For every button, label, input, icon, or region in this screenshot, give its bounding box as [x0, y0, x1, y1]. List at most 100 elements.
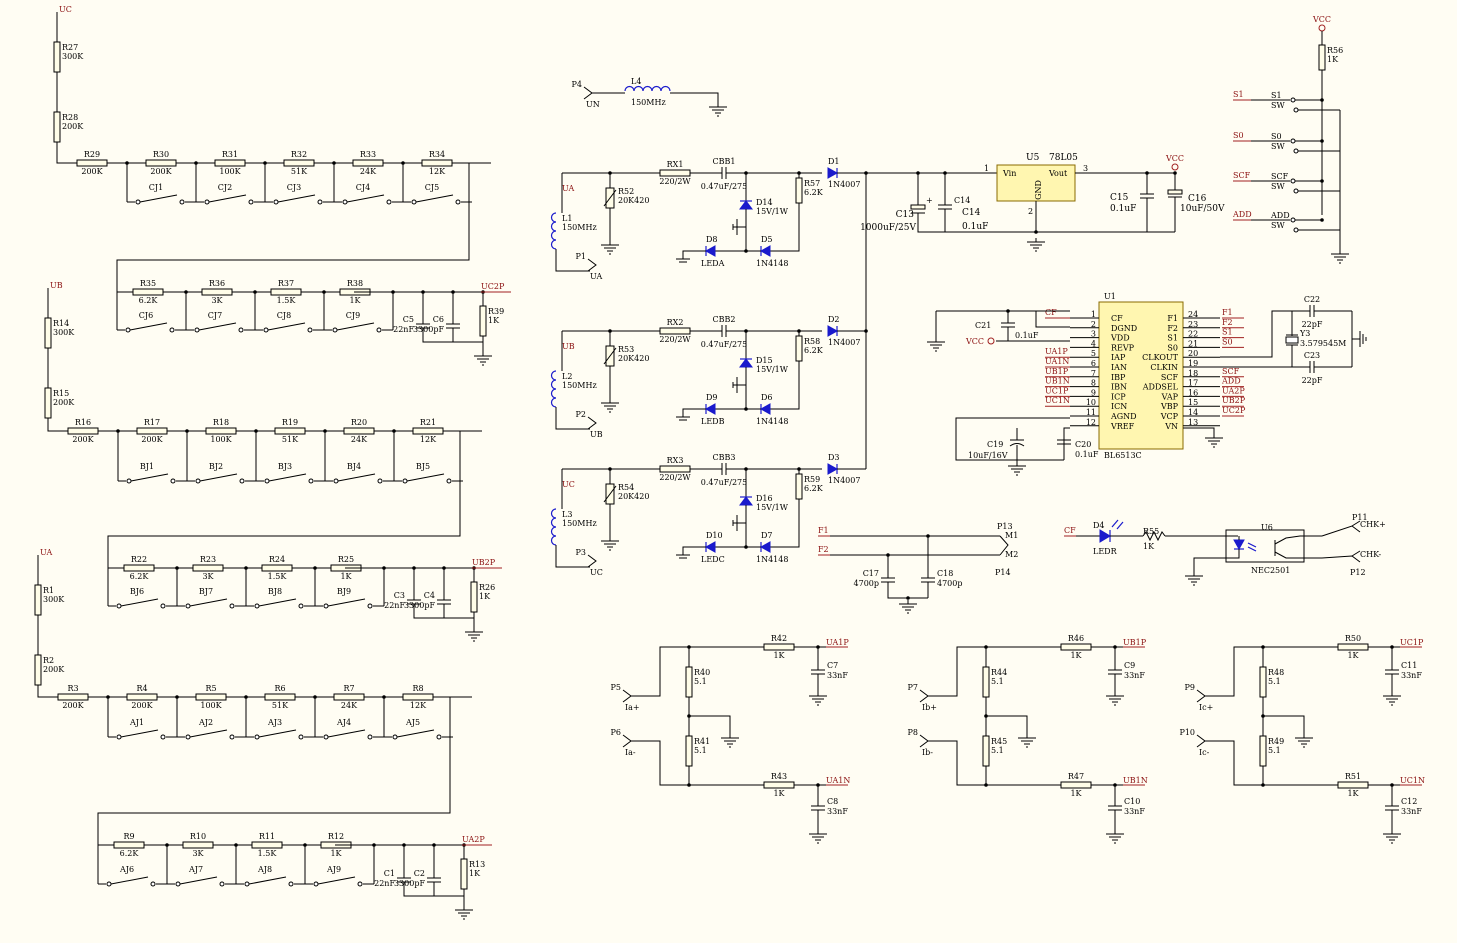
switch-label: AJ9 [326, 865, 341, 874]
switch-label: BJ5 [416, 462, 430, 471]
capacitor-ref: C14 [954, 196, 970, 205]
varistor-icon [603, 485, 617, 503]
switch-contact [170, 478, 176, 484]
wire [928, 646, 1061, 697]
switch-contact [307, 327, 313, 333]
opto-led-icon [1233, 539, 1245, 551]
resistor-value: 1.5K [277, 296, 297, 305]
switch-label: AJ5 [405, 718, 420, 727]
switch-icon [110, 876, 149, 885]
diode-ref: D7 [761, 531, 773, 540]
wire [770, 361, 800, 410]
resistor-ref: R21 [420, 418, 436, 427]
resistor [795, 177, 803, 204]
switch-icon [208, 194, 247, 203]
switch-label: AJ8 [257, 865, 272, 874]
diode-ref: D14 [756, 198, 773, 207]
resistor-ref: R13 [469, 860, 485, 869]
switch-contact [204, 199, 210, 205]
pin-name: F2 [1167, 324, 1178, 333]
port-icon [1196, 734, 1206, 748]
wire [107, 481, 461, 568]
wire [1205, 646, 1338, 697]
resistor [270, 288, 302, 296]
wire [631, 646, 764, 697]
net-label: UC1P [1045, 386, 1069, 395]
inductor-value: 150MHz [631, 98, 666, 107]
resistor [479, 305, 487, 337]
resistor-ref: R16 [75, 418, 91, 427]
port-label: Ia+ [625, 703, 640, 712]
resistor-ref: R56 [1327, 46, 1343, 55]
opto-ray [1247, 542, 1257, 548]
switch-label: CJ3 [287, 183, 301, 192]
switch-icon [129, 322, 168, 331]
led-ray [1116, 521, 1124, 530]
inductor-value: 150MHz [562, 223, 597, 232]
net-label: S0 [1222, 337, 1233, 346]
junction-dot [744, 407, 748, 411]
resistor-ref: R24 [269, 555, 285, 564]
resistor-value: 100K [219, 167, 241, 176]
capacitor-value: 22pF [1302, 320, 1323, 329]
resistor [795, 473, 803, 500]
switch-contact [185, 603, 191, 609]
resistor-value: 1K [1070, 789, 1082, 798]
diode-icon [759, 245, 771, 257]
switch-contact [436, 734, 442, 740]
resistor-ref: R41 [694, 737, 710, 746]
zener-icon [739, 496, 753, 506]
pin-name: S0 [1167, 343, 1178, 352]
switch-contact [179, 199, 185, 205]
net-label: F1 [818, 526, 829, 535]
pin-name: IAN [1111, 363, 1127, 372]
pin-name: IBN [1111, 383, 1127, 392]
wire [443, 430, 461, 481]
resistor-value: 5.1 [694, 677, 707, 686]
diode-value: 1N4148 [756, 259, 788, 268]
switch-contact [298, 603, 304, 609]
resistor-value: 5.1 [694, 746, 707, 755]
resistor-ref: R33 [360, 150, 376, 159]
resistor-value: 6.2K [130, 572, 150, 581]
resistor [795, 335, 803, 362]
diode-value: 1N4148 [756, 417, 788, 426]
pin-name: AGND [1110, 412, 1137, 421]
resistor-ref: R42 [771, 634, 787, 643]
diode-ref: D15 [756, 356, 773, 365]
resistor [34, 654, 42, 686]
resistor [145, 159, 177, 167]
resistor-ref: R27 [62, 43, 78, 52]
resistor [421, 159, 453, 167]
capacitor-value: 10uF/50V [1180, 204, 1225, 214]
zener-icon [739, 358, 753, 368]
pin-number: 19 [1188, 359, 1198, 368]
switch-label: CJ6 [139, 311, 153, 320]
junction-dot [1320, 218, 1324, 222]
resistor-value: 6.2K [139, 296, 159, 305]
pin-number: 20 [1188, 349, 1198, 358]
wire [1205, 740, 1338, 786]
net-label: VCC [965, 337, 984, 346]
net-label: UC1P [1400, 638, 1424, 647]
pin-name: VN [1164, 422, 1178, 431]
resistor [76, 159, 108, 167]
switch-icon [130, 473, 169, 482]
resistor [412, 427, 444, 435]
ic-ref: U1 [1104, 292, 1116, 301]
capacitor-value: 4700p [937, 579, 962, 588]
port-label: UB [590, 430, 603, 439]
resistor [53, 41, 61, 73]
switch-contact [376, 327, 382, 333]
port-label: Ic+ [1199, 703, 1213, 712]
wire [37, 685, 58, 698]
resistor-ref: R26 [479, 583, 495, 592]
resistor-value: 220/2W [659, 473, 691, 482]
vcc-symbol [1318, 24, 1326, 32]
switch-icon [337, 473, 376, 482]
capacitor-ref: C3 [394, 591, 405, 600]
net-label: VCC [1165, 154, 1184, 163]
diode-value: 15V/1W [756, 503, 789, 512]
resistor-ref: R22 [131, 555, 147, 564]
capacitor-value: 0.47uF/275 [701, 182, 747, 191]
